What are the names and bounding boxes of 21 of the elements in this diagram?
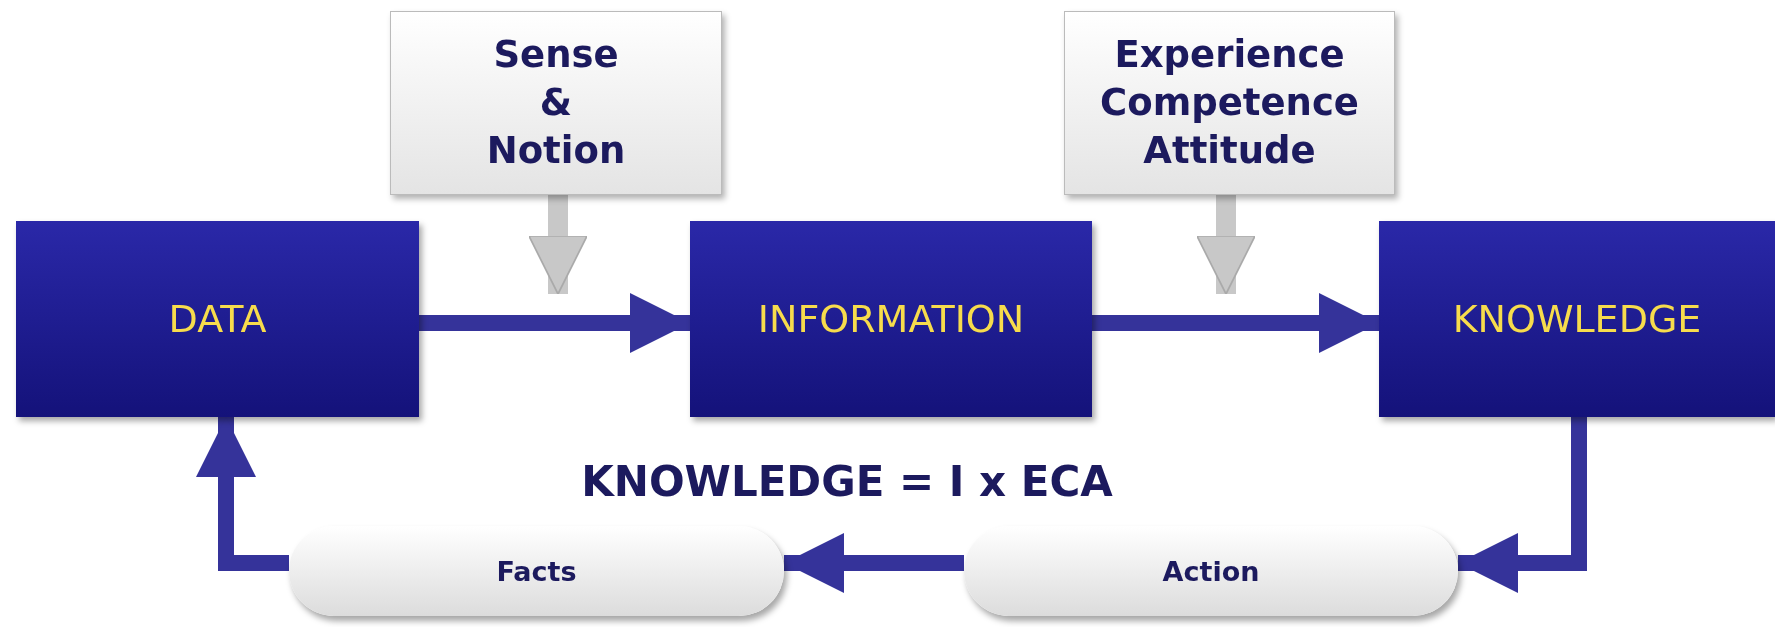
process-box (16, 221, 419, 417)
arrow (1196, 195, 1256, 295)
arrow (528, 195, 588, 295)
arrow (1458, 417, 1587, 593)
callout-box (1064, 11, 1395, 195)
formula-text: KNOWLEDGE = I x ECA (581, 456, 1113, 506)
node-label: Action (1162, 555, 1260, 587)
pill-box (289, 526, 784, 616)
arrow (784, 533, 964, 593)
pill-box (964, 526, 1458, 616)
node-label: KNOWLEDGE (1452, 297, 1702, 341)
node-label: DATA (168, 297, 267, 341)
process-box (690, 221, 1092, 417)
arrow (419, 293, 690, 353)
node-label: Experience Competence Attitude (1099, 31, 1360, 175)
arrow (1092, 293, 1379, 353)
node-label: Sense & Notion (485, 31, 627, 175)
callout-box (390, 11, 722, 195)
node-label: INFORMATION (757, 297, 1025, 341)
process-box (1379, 221, 1775, 417)
node-label: Facts (496, 555, 577, 587)
